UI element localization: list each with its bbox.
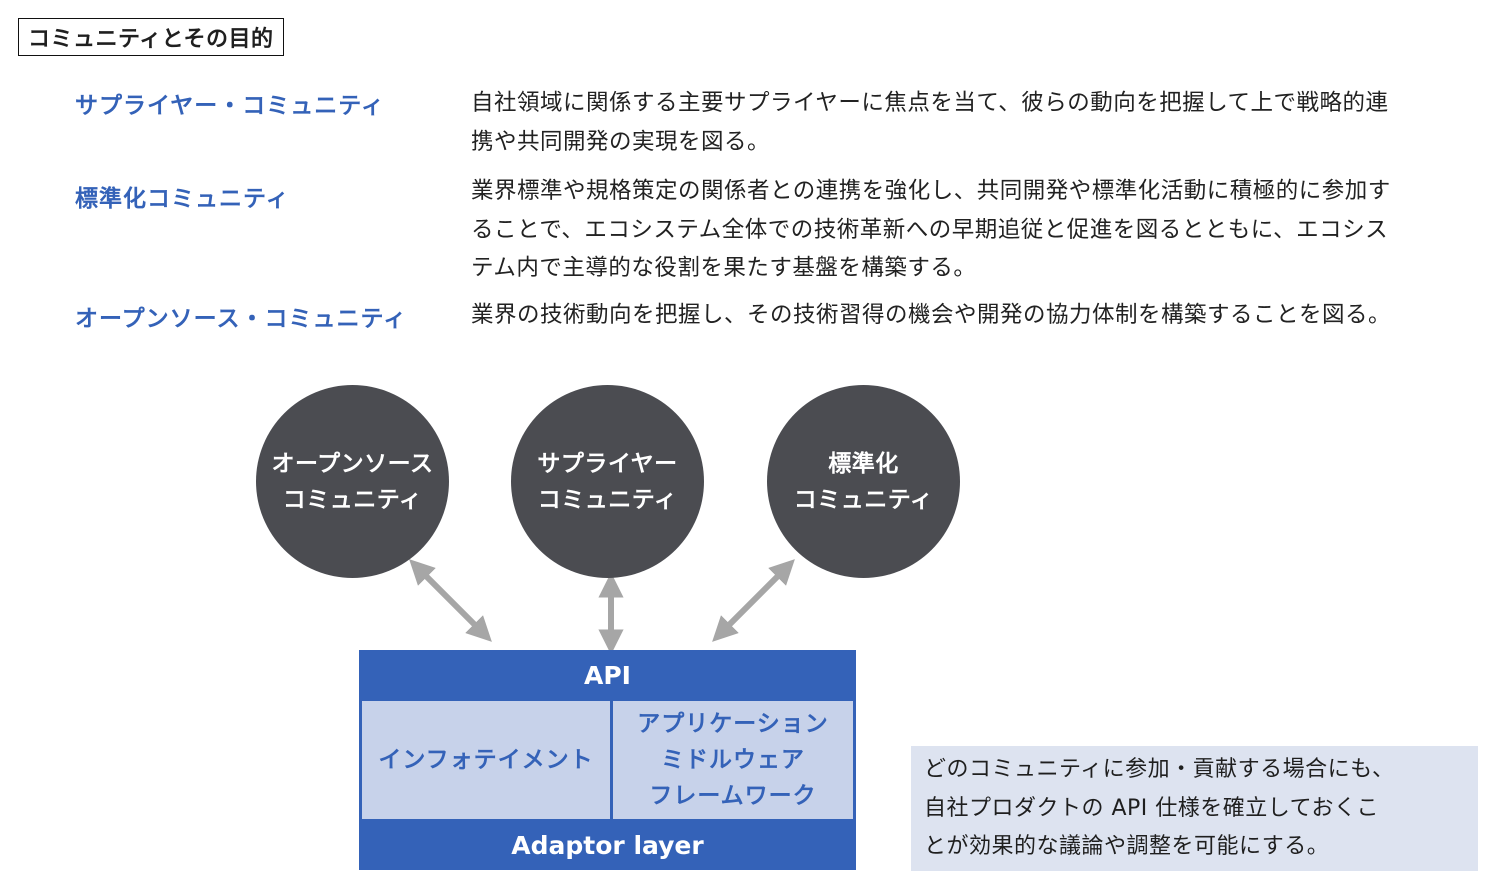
circle-line: サプライヤー: [537, 450, 678, 477]
note-line: 自社プロダクトの API 仕様を確立しておくこ: [924, 795, 1379, 821]
circle-standards-community: 標準化 コミュニティ: [767, 385, 960, 578]
circle-supplier-community: サプライヤー コミュニティ: [511, 385, 704, 578]
middleware-line: アプリケーション: [637, 711, 829, 737]
infotainment-block: インフォテイメント: [362, 701, 610, 819]
row-description-supplier: 自社領域に関係する主要サプライヤーに焦点を当て、彼らの動向を把握して上で戦略的連…: [471, 90, 1389, 155]
page-title: コミュニティとその目的: [18, 18, 284, 56]
note-line: どのコミュニティに参加・貢献する場合にも、: [924, 757, 1395, 782]
api-layer: API: [584, 660, 631, 690]
middleware-line: ミドルウェア: [661, 747, 805, 773]
row-label-opensource: オープンソース・コミュニティ: [75, 306, 408, 332]
adaptor-layer: Adaptor layer: [511, 830, 704, 860]
circle-line: コミュニティ: [282, 486, 423, 513]
arrow-standards-api: [712, 559, 795, 642]
circle-line: 標準化: [828, 450, 899, 477]
circle-line: オープンソース: [271, 450, 434, 477]
row-description-opensource: 業界の技術動向を把握し、その技術習得の機会や開発の協力体制を構築することを図る。: [471, 302, 1392, 328]
note-box: どのコミュニティに参加・貢献する場合にも、 自社プロダクトの API 仕様を確立…: [911, 746, 1478, 871]
middleware-block: アプリケーション ミドルウェア フレームワーク: [613, 701, 853, 819]
row-label-standards: 標準化コミュニティ: [75, 186, 290, 212]
row-label-supplier: サプライヤー・コミュニティ: [75, 93, 385, 119]
row-description-standards: 業界標準や規格策定の関係者との連携を強化し、共同開発や標準化活動に積極的に参加す…: [471, 178, 1391, 281]
middleware-line: フレームワーク: [649, 783, 817, 809]
circle-line: コミュニティ: [793, 486, 934, 513]
note-line: とが効果的な議論や調整を可能にする。: [924, 834, 1330, 859]
software-stack: API インフォテイメント アプリケーション ミドルウェア フレームワーク Ad…: [359, 650, 856, 870]
circle-opensource-community: オープンソース コミュニティ: [256, 385, 449, 578]
arrow-opensource-api: [409, 559, 492, 642]
circle-line: コミュニティ: [537, 486, 678, 513]
infotainment-label: インフォテイメント: [378, 747, 594, 773]
